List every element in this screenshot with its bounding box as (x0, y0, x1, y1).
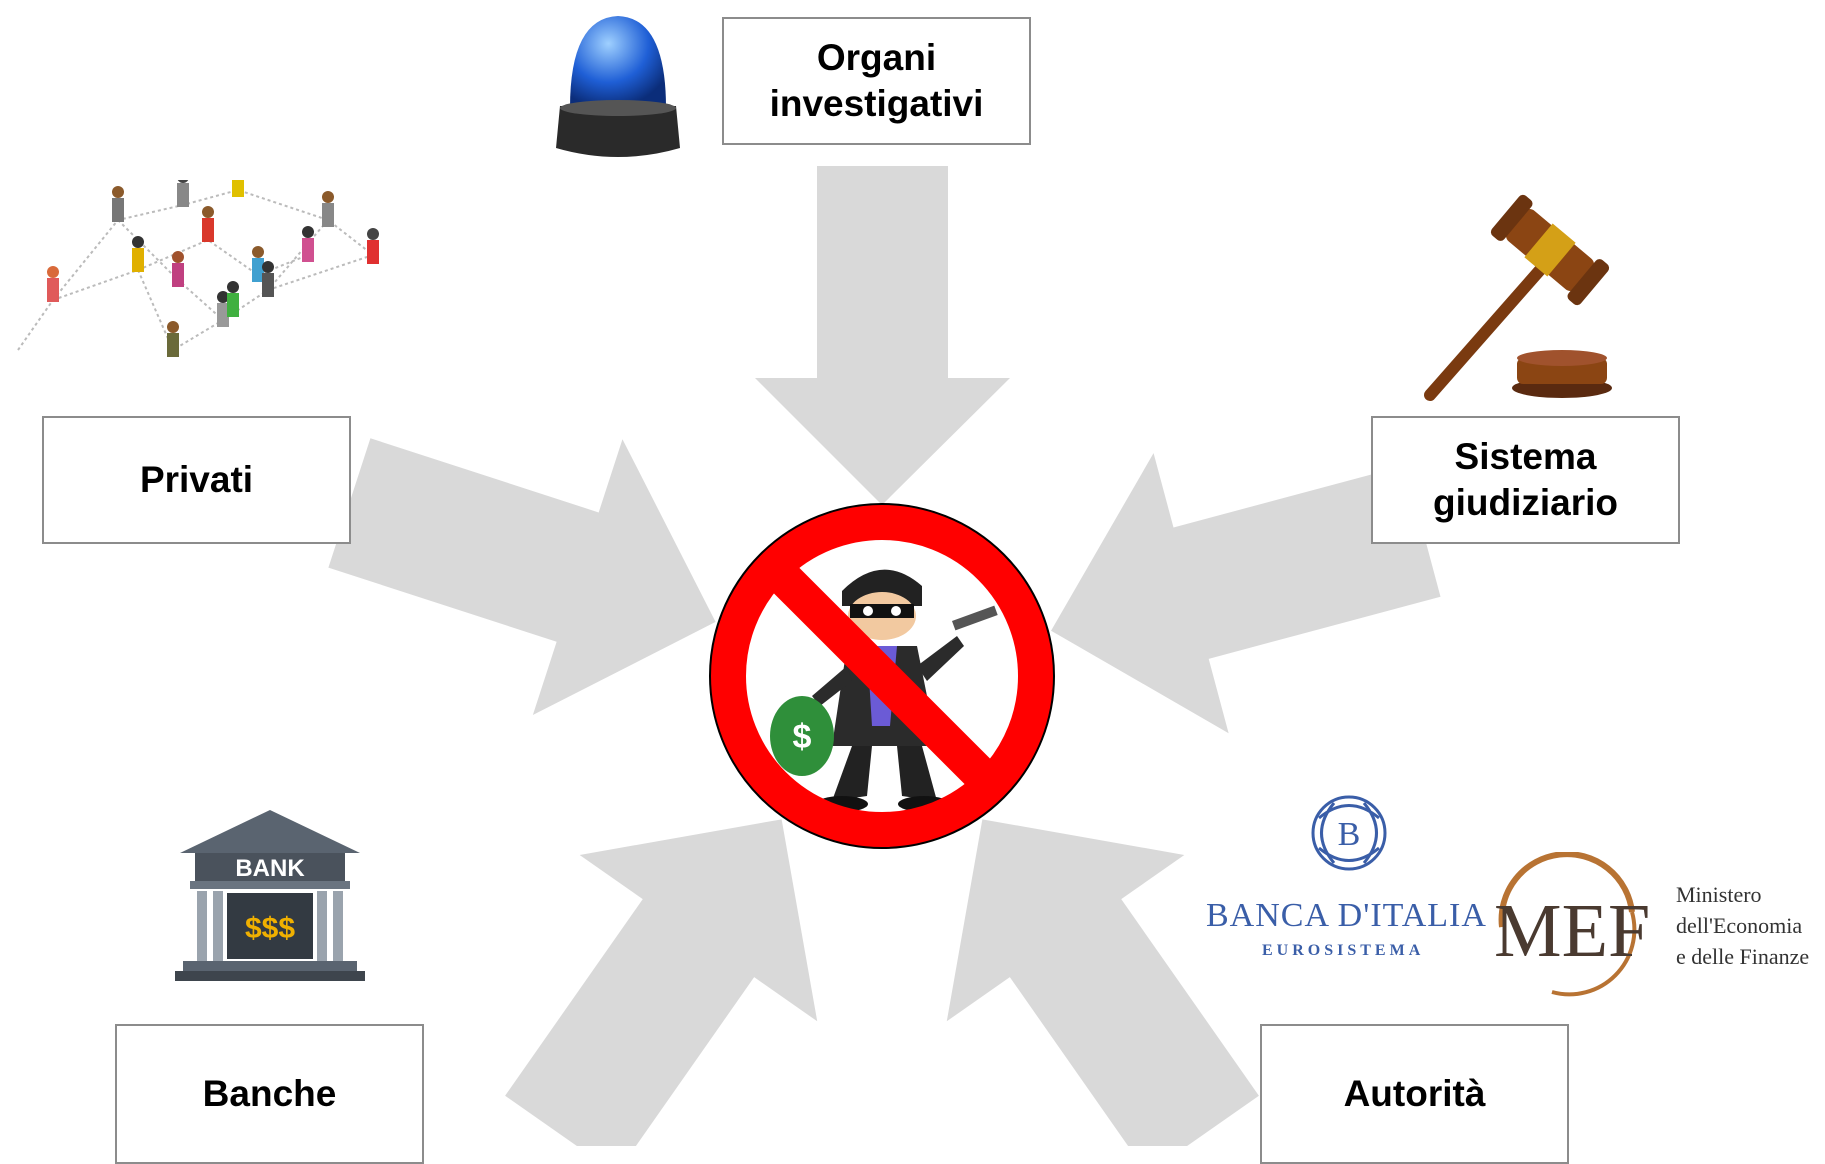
node-organi-label: Organi investigativi (769, 37, 984, 124)
people-figures (47, 180, 379, 357)
node-privati: Privati (42, 416, 351, 544)
arrow-from-autorita (946, 819, 1259, 1146)
bancaditalia-emblem-icon: B (1311, 795, 1387, 871)
mef-line-2: dell'Economia (1676, 913, 1803, 938)
mef-arc-icon (1498, 852, 1637, 997)
svg-text:B: B (1338, 816, 1361, 853)
node-autorita-label: Autorità (1343, 1073, 1486, 1114)
node-sistema-giudiziario: Sistema giudiziario (1371, 416, 1680, 544)
svg-text:$: $ (793, 718, 812, 756)
arrow-from-privati (328, 438, 716, 716)
arrow-from-organi (755, 166, 1010, 505)
people-network-icon (17, 180, 379, 357)
mef-line-1: Ministero (1676, 882, 1762, 907)
node-banche: Banche (115, 1024, 424, 1164)
mef-logo-text: MEF (1494, 889, 1651, 973)
bancaditalia-sub: EUROSISTEMA (1262, 942, 1425, 959)
node-sistema-label: Sistema giudiziario (1433, 436, 1618, 523)
police-siren-icon (556, 16, 680, 157)
bank-icon: BANK $$$ (175, 810, 365, 981)
node-autorita: Autorità (1260, 1024, 1569, 1164)
bancaditalia-name: BANCA D'ITALIA (1206, 897, 1487, 934)
bank-money-text: $$$ (245, 912, 295, 945)
node-banche-label: Banche (202, 1073, 337, 1114)
bank-sign-text: BANK (235, 855, 305, 882)
node-privati-label: Privati (139, 459, 254, 500)
gavel-icon (1424, 194, 1612, 401)
no-robber-icon: $ (709, 503, 1055, 849)
mef-line-3: e delle Finanze (1676, 944, 1810, 969)
node-organi-investigativi: Organi investigativi (722, 17, 1031, 145)
arrow-from-banche (505, 819, 818, 1146)
arrow-from-sistema (1051, 453, 1441, 734)
